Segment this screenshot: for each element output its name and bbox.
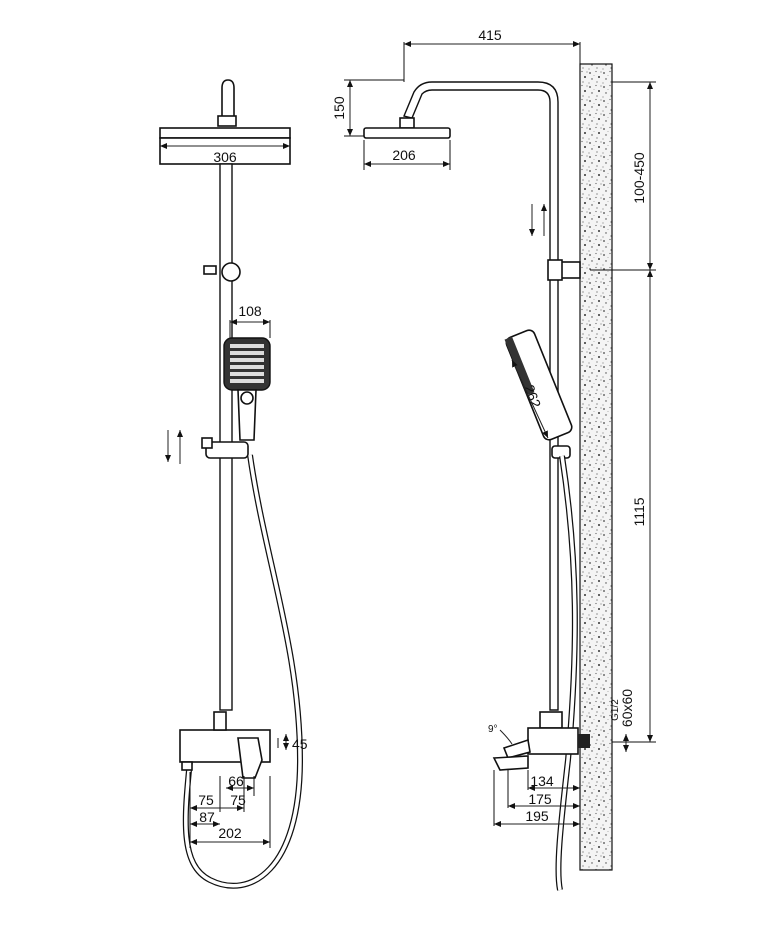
side-mixer-handle	[502, 738, 531, 759]
dim-head-size: 206	[392, 147, 416, 163]
side-wall-bracket	[559, 261, 581, 279]
dim-spout-195: 195	[525, 808, 549, 824]
dim-connector: 60x60	[619, 689, 635, 727]
side-head-connector	[399, 117, 415, 129]
side-spout	[492, 755, 529, 771]
front-holder-knob	[201, 437, 213, 449]
side-bracket-clamp	[547, 259, 563, 281]
front-bracket-screw	[203, 265, 217, 275]
dim-head-drop: 150	[331, 96, 347, 120]
front-mixer-handle	[237, 737, 263, 779]
front-shower-arm	[221, 79, 235, 126]
dim-bracket-adjust: 100-450	[631, 152, 647, 204]
front-wall-bracket	[221, 262, 241, 282]
front-mixer-outlet	[181, 761, 193, 771]
dim-span-right: 75	[230, 792, 246, 808]
side-view: 415 150 206 100-450 262	[331, 27, 656, 891]
front-shower-head	[159, 137, 291, 165]
side-shower-head	[363, 127, 451, 139]
wall-section	[579, 63, 613, 871]
dim-handshower-width: 108	[238, 303, 262, 319]
dim-spout-134: 134	[530, 773, 554, 789]
side-mixer-top	[539, 711, 563, 729]
dim-rail-height: 1115	[631, 497, 647, 526]
side-mixer-body	[527, 727, 579, 755]
side-wall-flange	[578, 734, 590, 748]
front-mixer-collar	[213, 711, 227, 731]
side-handshower	[504, 329, 573, 441]
dim-depth-87: 87	[199, 809, 215, 825]
dim-head-diameter: 306	[213, 149, 237, 165]
front-handshower-nozzles	[230, 344, 264, 383]
front-handshower-holder	[205, 441, 249, 459]
dim-arm-reach: 415	[478, 27, 502, 43]
front-rail	[219, 163, 233, 711]
front-arm-nut	[217, 115, 237, 127]
dim-handle-width: 66	[228, 773, 244, 789]
dim-thread: G1/2	[610, 699, 621, 721]
front-view: 306 108	[159, 79, 308, 889]
dim-spout-offset: 45	[292, 736, 308, 752]
dim-angle: 9°	[488, 724, 498, 735]
dim-overall-202: 202	[218, 825, 242, 841]
front-handshower-button	[240, 391, 254, 405]
front-head-top	[159, 127, 291, 139]
dim-span-left: 75	[198, 792, 214, 808]
dim-spout-175: 175	[528, 791, 552, 807]
